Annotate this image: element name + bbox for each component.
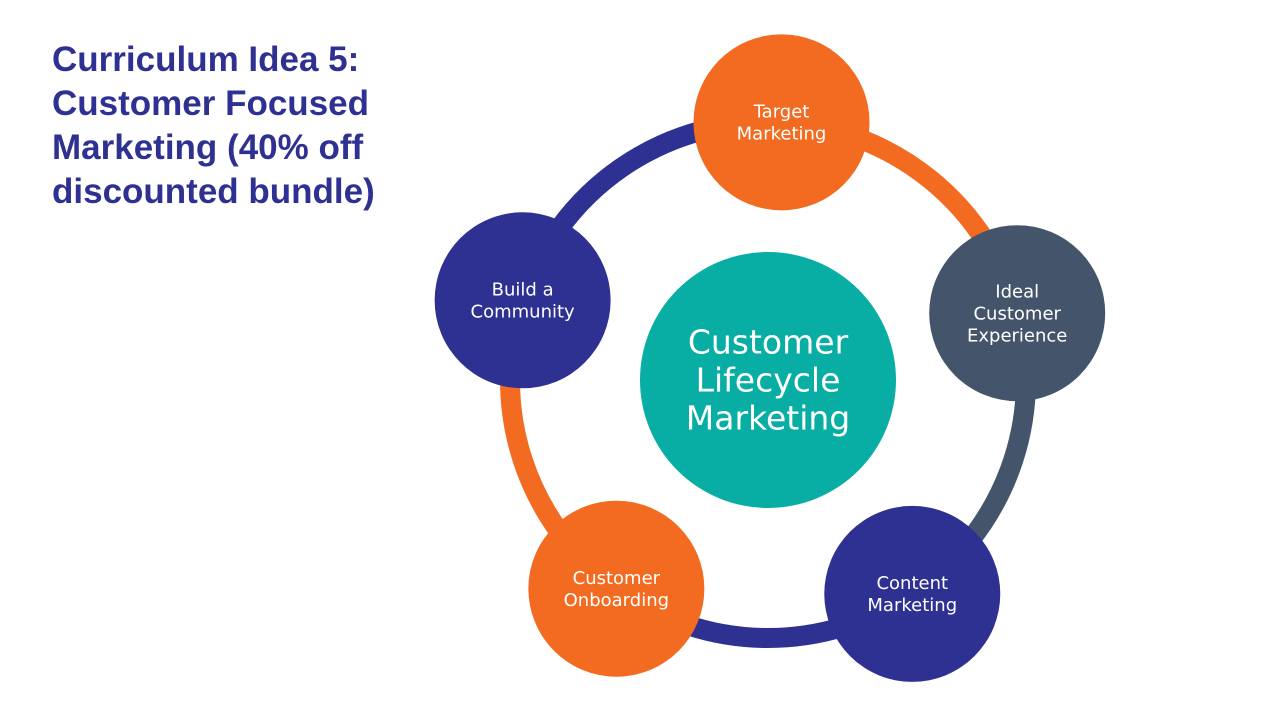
node-label-line: Onboarding <box>564 590 669 611</box>
title-line: discounted bundle) <box>52 172 375 211</box>
cycle-nodes: TargetMarketingIdealCustomerExperienceCo… <box>434 34 1106 682</box>
title-line: Customer Focused <box>52 84 369 123</box>
node-circle <box>824 505 1001 682</box>
node-label-line: Marketing <box>867 595 957 616</box>
node-label-line: Customer <box>973 304 1061 325</box>
node-label-line: Content <box>876 573 948 594</box>
center-label-line: Lifecycle <box>696 361 841 400</box>
node-circle <box>693 34 870 211</box>
title-line: Curriculum Idea 5: <box>52 40 360 79</box>
node-circle <box>528 500 705 677</box>
slide-title: Curriculum Idea 5: Customer Focused Mark… <box>52 38 432 214</box>
node-label-line: Build a <box>492 280 554 301</box>
node-label-line: Marketing <box>737 124 827 145</box>
node-label-line: Community <box>471 302 576 323</box>
node-label-line: Ideal <box>995 282 1039 303</box>
center-label-line: Customer <box>688 323 849 362</box>
node-label-line: Target <box>753 102 810 123</box>
node-label-line: Experience <box>967 326 1067 347</box>
center-label-line: Marketing <box>686 399 850 438</box>
node-circle <box>929 225 1106 402</box>
node-label-line: Customer <box>573 568 661 589</box>
title-line: Marketing (40% off <box>52 128 364 167</box>
node-circle <box>434 212 611 389</box>
center-circle <box>640 252 896 508</box>
